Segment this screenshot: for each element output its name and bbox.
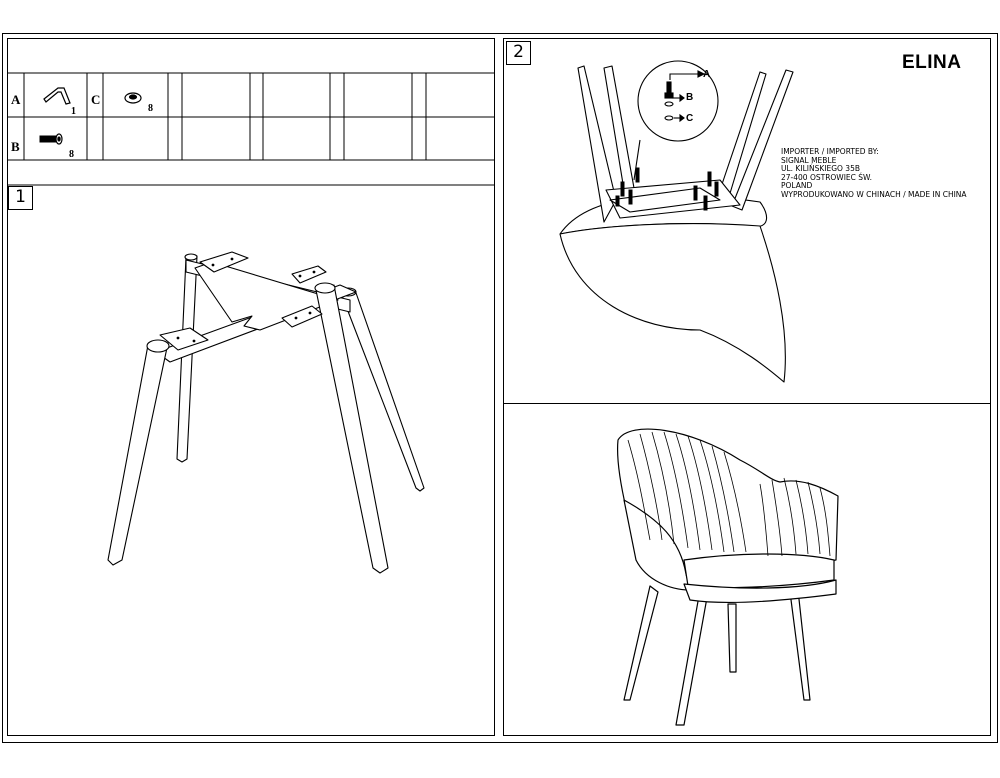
part-qty-b: 8 (69, 149, 74, 160)
seat-cushion (559, 223, 786, 383)
callout-label-a: A (703, 69, 711, 80)
mounting-plate (199, 251, 249, 273)
part-qty-c: 8 (148, 103, 153, 114)
detail-callout (633, 60, 719, 181)
mounting-plate (291, 265, 327, 284)
part-qty-a: 1 (71, 106, 76, 117)
backrest-channels (627, 431, 831, 557)
product-name: ELINA (902, 52, 962, 73)
importer-line: UL. KILIŃSKIEGO 35B (781, 164, 860, 174)
importer-line: POLAND (781, 181, 813, 191)
part-letter-c: C (91, 92, 101, 107)
chair-seat (683, 553, 835, 589)
bolt-icon (39, 133, 63, 145)
chair-leg (727, 603, 737, 673)
step-1-number: 1 (8, 186, 33, 210)
importer-line: SIGNAL MEBLE (781, 155, 837, 165)
mounting-plate (281, 305, 323, 328)
part-letter-a: A (11, 92, 21, 107)
left-panel (7, 38, 495, 736)
chair-leg (675, 589, 709, 726)
chair-leg (789, 589, 811, 701)
right-panel (503, 38, 991, 736)
part-letter-b: B (11, 139, 20, 154)
chair-leg (623, 585, 659, 701)
importer-line: WYPRODUKOWANO W CHINACH / MADE IN CHINA (781, 189, 967, 199)
callout-label-c: C (686, 113, 694, 124)
right-panel-divider (503, 403, 991, 404)
importer-line: IMPORTER / IMPORTED BY: (781, 147, 879, 156)
step-2-number: 2 (506, 41, 531, 65)
leg-up-right-2 (731, 69, 794, 211)
washer-icon (124, 92, 142, 104)
mounting-plate (159, 327, 209, 351)
importer-line: 27-400 OSTROWIEC ŚW. (781, 172, 872, 182)
page-frame (2, 33, 998, 743)
allen-key-icon (43, 87, 71, 105)
callout-label-b: B (686, 92, 694, 103)
importer-block: IMPORTER / IMPORTED BY: SIGNAL MEBLE UL.… (781, 147, 967, 200)
leg-top-cap (184, 253, 198, 261)
